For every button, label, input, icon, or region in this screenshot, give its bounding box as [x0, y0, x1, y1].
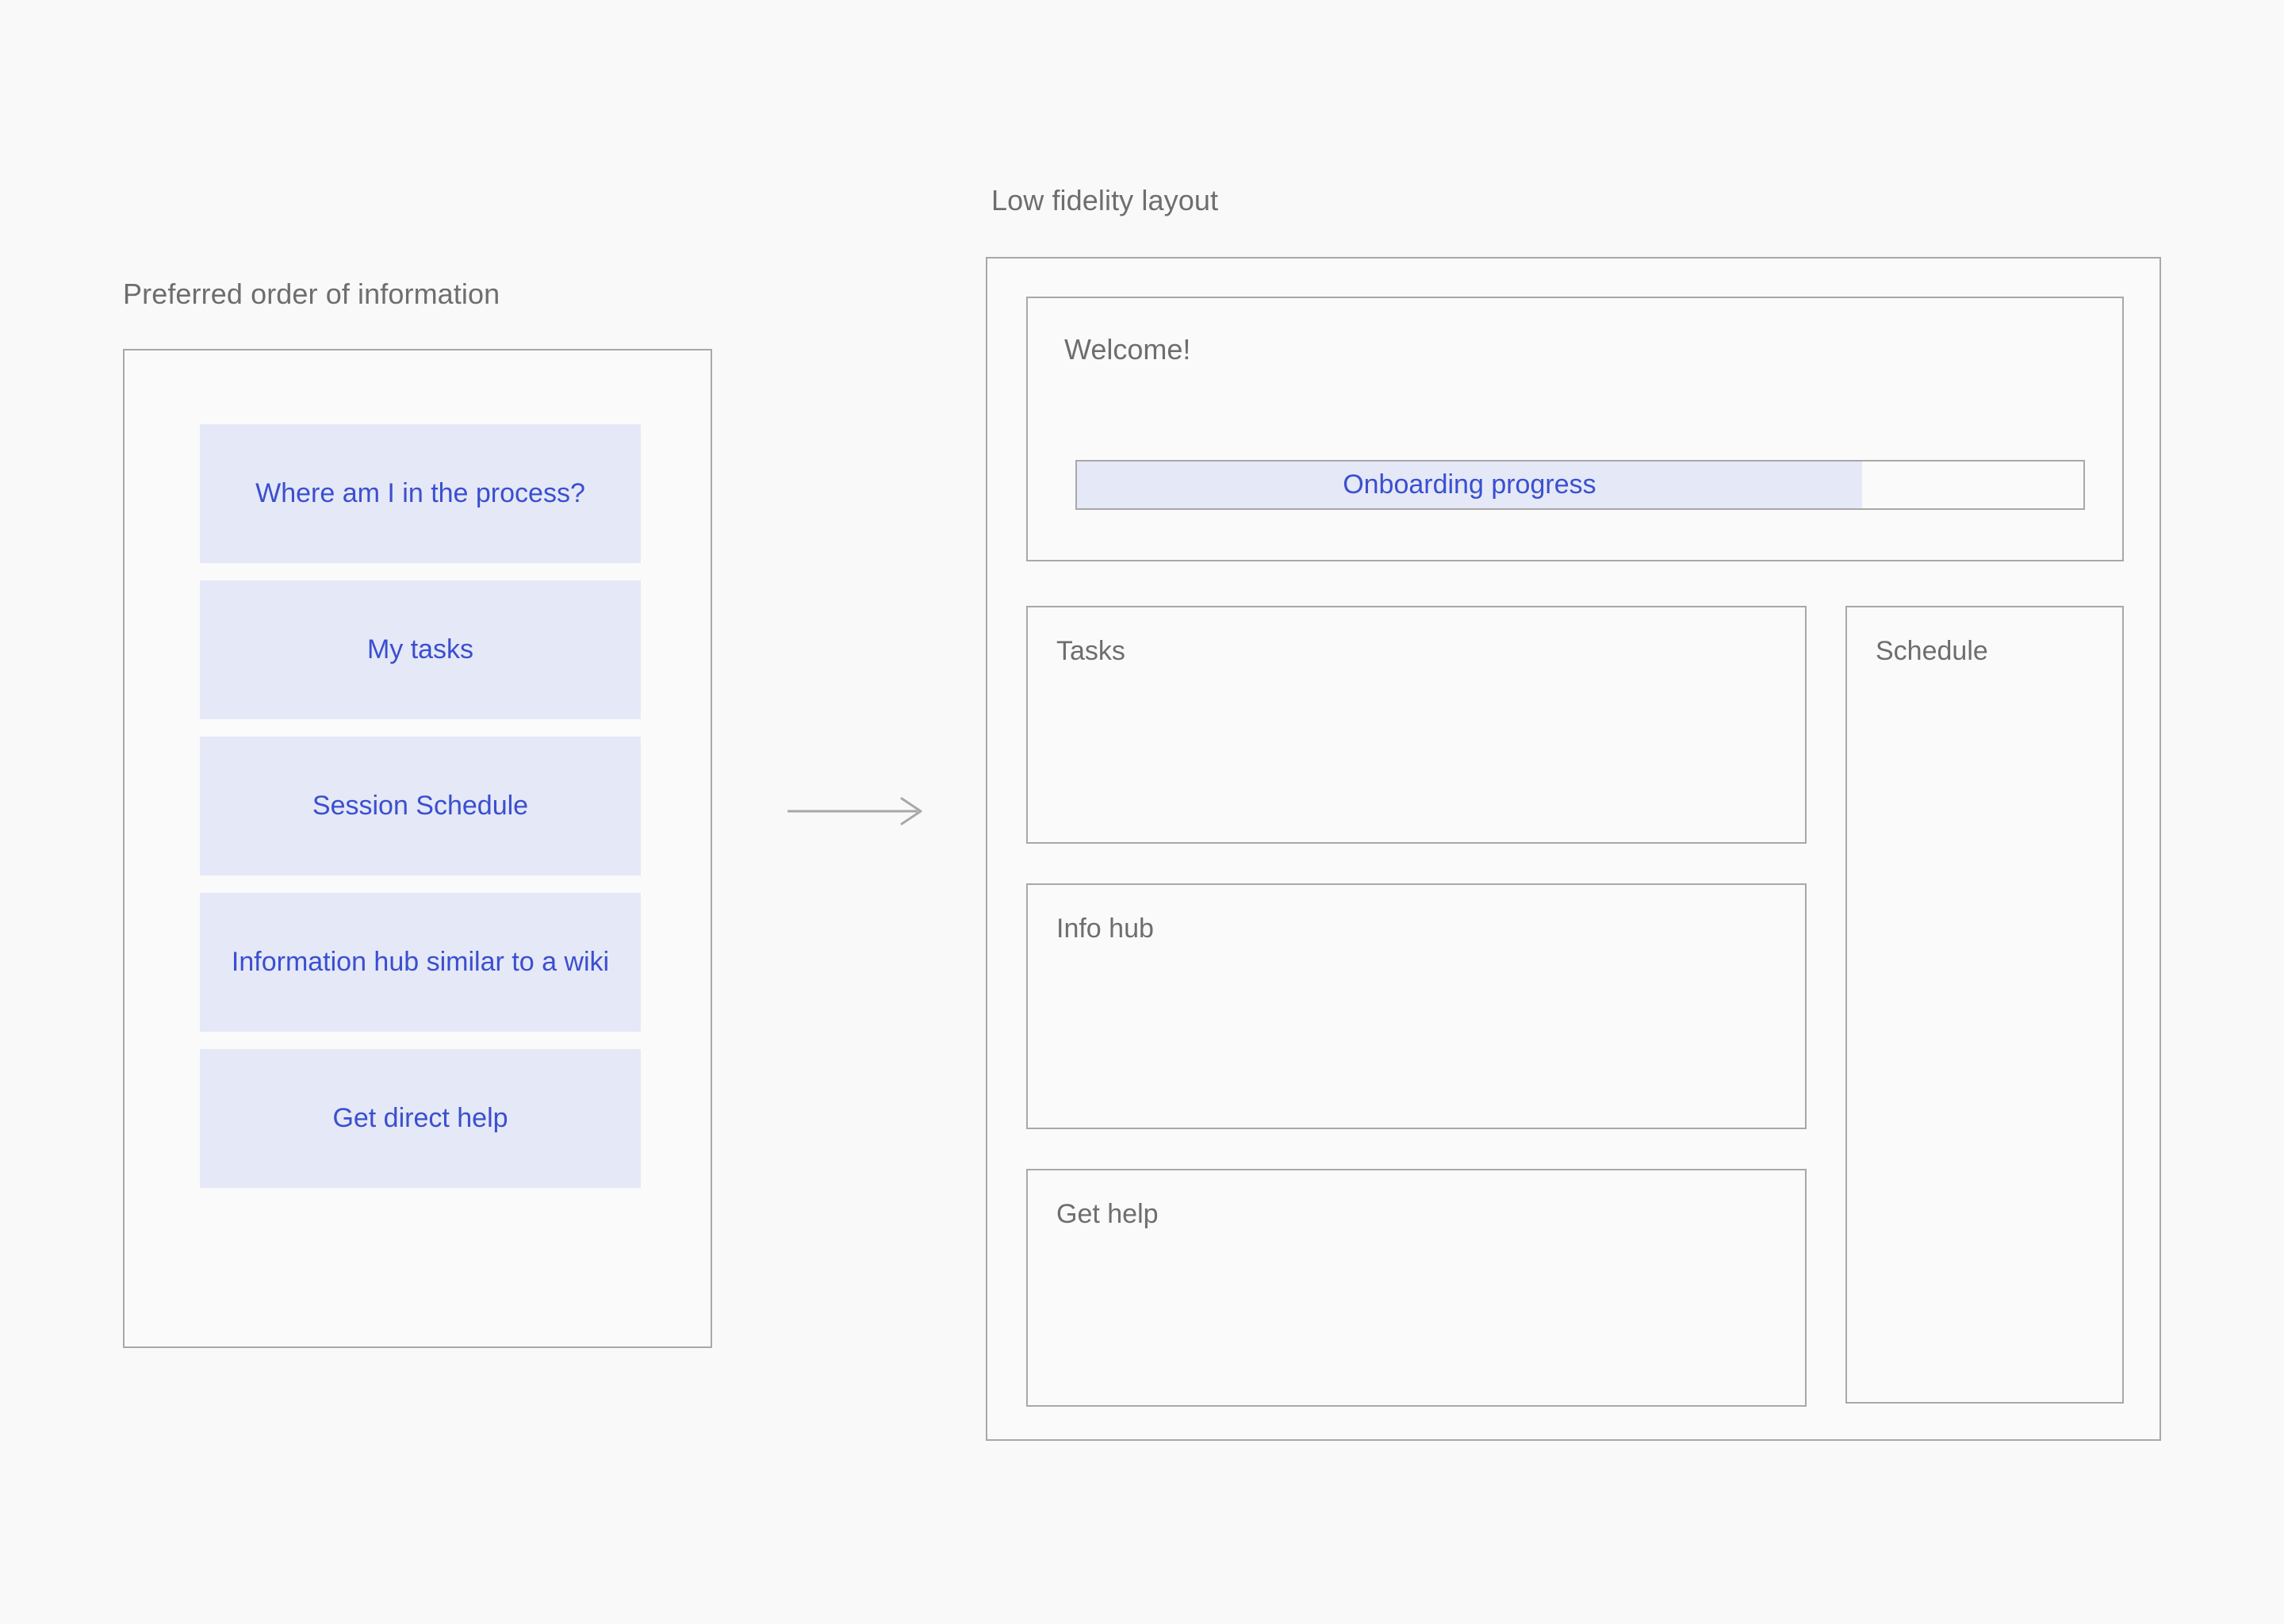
order-card-information-hub[interactable]: Information hub similar to a wiki [200, 893, 641, 1032]
onboarding-progress-label: Onboarding progress [1343, 469, 1596, 500]
order-card-get-direct-help[interactable]: Get direct help [200, 1049, 641, 1188]
welcome-card: Welcome! [1026, 297, 2124, 561]
preferred-order-section-label: Preferred order of information [123, 278, 500, 310]
order-card-label: Information hub similar to a wiki [231, 946, 610, 977]
order-card-my-tasks[interactable]: My tasks [200, 580, 641, 719]
get-help-box[interactable]: Get help [1026, 1169, 1807, 1407]
preferred-order-panel: Where am I in the process? My tasks Sess… [123, 349, 712, 1348]
low-fidelity-section-label: Low fidelity layout [991, 184, 1219, 216]
tasks-box[interactable]: Tasks [1026, 606, 1807, 844]
schedule-box-title: Schedule [1876, 636, 1988, 666]
onboarding-progress-fill: Onboarding progress [1077, 462, 1862, 508]
order-card-label: Where am I in the process? [255, 477, 585, 508]
info-hub-box[interactable]: Info hub [1026, 883, 1807, 1129]
schedule-box[interactable]: Schedule [1845, 606, 2124, 1404]
get-help-box-title: Get help [1056, 1199, 1159, 1229]
low-fidelity-layout-panel: Welcome! Onboarding progress Tasks Info … [986, 257, 2161, 1441]
tasks-box-title: Tasks [1056, 636, 1125, 666]
welcome-title: Welcome! [1064, 333, 1191, 366]
preferred-order-list: Where am I in the process? My tasks Sess… [200, 424, 641, 1188]
order-card-where-am-i[interactable]: Where am I in the process? [200, 424, 641, 563]
order-card-label: Get direct help [332, 1102, 508, 1133]
order-card-label: Session Schedule [312, 790, 529, 821]
arrow-right-icon [788, 797, 922, 825]
info-hub-box-title: Info hub [1056, 914, 1154, 944]
order-card-session-schedule[interactable]: Session Schedule [200, 737, 641, 875]
onboarding-progress-bar[interactable]: Onboarding progress [1075, 460, 2085, 510]
order-card-label: My tasks [366, 634, 474, 665]
